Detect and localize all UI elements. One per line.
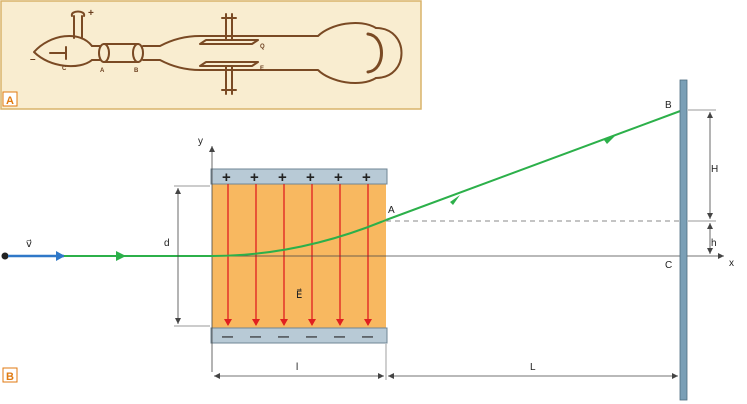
beam-direction-marker (116, 251, 126, 261)
y-axis-label: y (198, 136, 203, 147)
plus-symbol: + (250, 169, 259, 186)
panel-a: + – C A B Q E A (0, 0, 422, 110)
minus-symbol: — (278, 331, 289, 343)
crt-tube-icon (33, 10, 403, 95)
plus-symbol: + (334, 169, 343, 186)
panel-b-tag-box (2, 367, 18, 383)
point-c-label: C (665, 260, 672, 271)
tube-label-b: B (134, 68, 139, 74)
tube-minus-label: – (30, 54, 36, 65)
panel-a-background (0, 0, 422, 110)
tube-label-q: Q (260, 44, 265, 50)
screen (679, 79, 688, 401)
negative-plate (210, 327, 388, 344)
panel-b-tag: B (6, 371, 14, 383)
beam-direction-marker (450, 195, 460, 205)
plus-symbol: + (306, 169, 315, 186)
minus-symbol: — (222, 331, 233, 343)
beam-direction-marker (604, 135, 616, 144)
plate-plus-symbols: + + + + + + (222, 169, 371, 186)
minus-symbol: — (250, 331, 261, 343)
plate-minus-symbols: — — — — — — (222, 331, 373, 343)
dim-L-label: L (530, 362, 536, 373)
tube-plus-label: + (88, 8, 94, 19)
tube-label-a: A (100, 68, 105, 74)
minus-symbol: — (306, 331, 317, 343)
beam-deflected (385, 109, 684, 221)
tube-label-e: E (260, 66, 264, 72)
x-axis-label: x (729, 258, 734, 269)
plus-symbol: + (278, 169, 287, 186)
panel-a-tag: A (6, 95, 14, 107)
minus-symbol: — (334, 331, 345, 343)
dim-d-label: d (164, 238, 170, 249)
panel-a-tag-box (2, 91, 18, 107)
tube-label-c: C (62, 66, 67, 72)
velocity-label: v⃗ (26, 239, 32, 250)
minus-symbol: — (362, 331, 373, 343)
field-label: E⃗ (296, 288, 302, 301)
positive-plate (210, 168, 388, 185)
dim-l-label: l (296, 362, 298, 373)
point-a-label: A (388, 205, 395, 216)
point-b-label: B (665, 100, 672, 111)
electron-source (1, 252, 9, 260)
panel-b: + + + + + + — — — — — — y x v⃗ (1, 79, 734, 401)
dim-H-label: H (711, 164, 718, 175)
plus-symbol: + (222, 169, 231, 186)
beam-parabola (211, 219, 387, 257)
dim-h-label: h (711, 238, 717, 249)
plus-symbol: + (362, 169, 371, 186)
